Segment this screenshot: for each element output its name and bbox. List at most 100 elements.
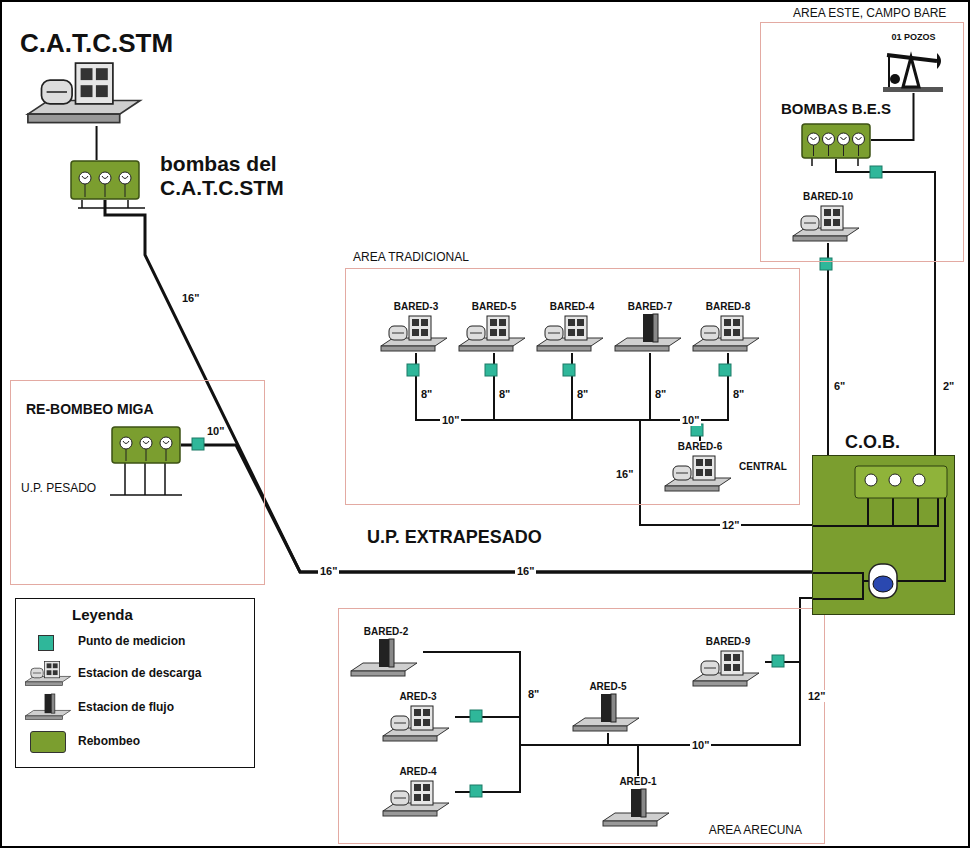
station-icon-part (379, 313, 449, 353)
legend-symbol-part-part (53, 663, 58, 668)
pipe-size: 8" (653, 388, 668, 400)
pump-station: bombas del C.A.T.C.STM (70, 160, 140, 200)
station-icon-part-part (499, 319, 506, 326)
pipeline (96, 126, 98, 160)
pump-symbol (70, 160, 140, 200)
cob-equipment-part (889, 474, 901, 486)
pipeline (416, 353, 812, 525)
pipe-decor-part-part (857, 158, 859, 166)
station-icon-part-part (409, 316, 431, 340)
legend-swatch (38, 635, 54, 651)
pump-symbol-part-part (99, 172, 111, 184)
station-icon-part-part (459, 346, 513, 351)
legend-text: Rebombeo (78, 734, 140, 748)
station-icon-part-part (801, 216, 819, 230)
discharge-station: BARED-6CENTRAL (663, 441, 737, 493)
station-icon-part-part (733, 319, 740, 326)
cob-equipment (813, 456, 956, 616)
station-icon-part (613, 313, 683, 353)
station-icon-part-part (676, 473, 688, 474)
pipeline (827, 243, 829, 455)
center-name: C.A.T.C.STM (20, 28, 173, 58)
pipe-decor-part-part (81, 200, 83, 208)
pipeline (638, 598, 812, 776)
station-icon-part-part (42, 80, 73, 104)
station-icon-part-part (81, 68, 93, 80)
station-icon-part-part (631, 789, 641, 817)
station-label: BARED-5 (457, 301, 531, 313)
station-label: BARED-4 (535, 301, 609, 313)
legend-title: Leyenda (70, 606, 135, 624)
station-icon-part-part (696, 459, 703, 466)
cob-equipment-part (813, 496, 945, 599)
station-icon-part-part (421, 319, 428, 326)
pipe-size: 10" (205, 425, 226, 437)
station-icon-part-part (381, 346, 435, 351)
pump-symbol-part-part (813, 145, 814, 156)
station-icon-part-part (724, 329, 731, 336)
area-region: AREA ARECUNABARED-2ARED-3ARED-5ARED-4ARE… (338, 608, 825, 844)
station-icon-part-part (499, 329, 506, 336)
pipeline (836, 159, 935, 455)
station-icon-part-part (391, 791, 409, 805)
area-label: AREA ESTE, CAMPO BARE (791, 6, 948, 20)
pump-label: bombas del C.A.T.C.STM (160, 152, 335, 200)
station-icon-part-part (423, 784, 430, 791)
station-icon-part-part (81, 85, 93, 97)
station-label: ARED-4 (381, 766, 455, 778)
pipe-size: 8" (731, 388, 746, 400)
flow-station: ARED-5 (571, 681, 645, 733)
measurement-points-part (192, 166, 882, 797)
cob-equipment-part (869, 564, 897, 598)
pump-symbol-part-part (146, 449, 147, 461)
pump-symbol-part-part (856, 137, 862, 140)
station-icon-part-part (696, 469, 703, 476)
station-icon (24, 58, 173, 126)
legend-symbol-part-part (45, 661, 60, 677)
discharge-station: BARED-4 (535, 301, 609, 353)
discharge-station: BARED-8 (691, 301, 765, 353)
area-region: U.P. PESADORE-BOMBEO MIGA (10, 380, 265, 585)
station-icon-part-part (611, 694, 616, 722)
pipeline (494, 353, 812, 525)
pump-symbol-part-part (140, 437, 152, 449)
station-icon-part-part (490, 319, 497, 326)
station-icon (601, 788, 675, 828)
station-icon-part-part (548, 333, 560, 334)
station-icon-part-part (821, 206, 843, 230)
pump-symbol-part-part (123, 441, 129, 444)
legend-swatch (30, 731, 66, 753)
station-icon (381, 778, 455, 818)
measurement-points-part-part (470, 785, 482, 797)
cob-equipment-part (865, 474, 877, 486)
area-region: AREA TRADICIONALBARED-3BARED-5BARED-4BAR… (345, 268, 800, 505)
station-icon-part-part (391, 716, 409, 730)
pipe-size: 12" (806, 690, 827, 702)
pipe-size: 16" (180, 292, 201, 304)
station-icon-part-part (414, 709, 421, 716)
station-icon-part-part (76, 63, 113, 104)
station-icon-part-part (705, 469, 712, 476)
station-icon-part-part (490, 329, 497, 336)
station-icon (663, 453, 737, 493)
station-icon-part (535, 313, 605, 353)
pump-symbol-part-part (85, 184, 86, 197)
station-icon-part-part (701, 661, 719, 675)
pump-symbol-part-part (826, 137, 832, 140)
pump-symbol-part (801, 123, 871, 159)
legend-symbol-part (24, 693, 72, 721)
flow-station: ARED-1 (601, 776, 675, 828)
pump-symbol (111, 426, 181, 464)
legend-text: Punto de medicion (78, 634, 185, 648)
pipe-size: 8" (497, 388, 512, 400)
measurement-points-part-part (870, 166, 882, 178)
flow-station: BARED-2 (349, 626, 423, 678)
treatment-center: C.A.T.C.STM (20, 28, 173, 126)
station-icon-part (691, 313, 761, 353)
area-region: AREA ESTE, CAMPO BARE01 POZOSBOMBAS B.E.… (760, 22, 964, 262)
station-label: BARED-8 (691, 301, 765, 313)
station-icon-part-part (394, 723, 406, 724)
pump-symbol-part-part (143, 441, 149, 444)
cob-equipment-part-part (917, 498, 919, 526)
pipeline (640, 353, 812, 525)
